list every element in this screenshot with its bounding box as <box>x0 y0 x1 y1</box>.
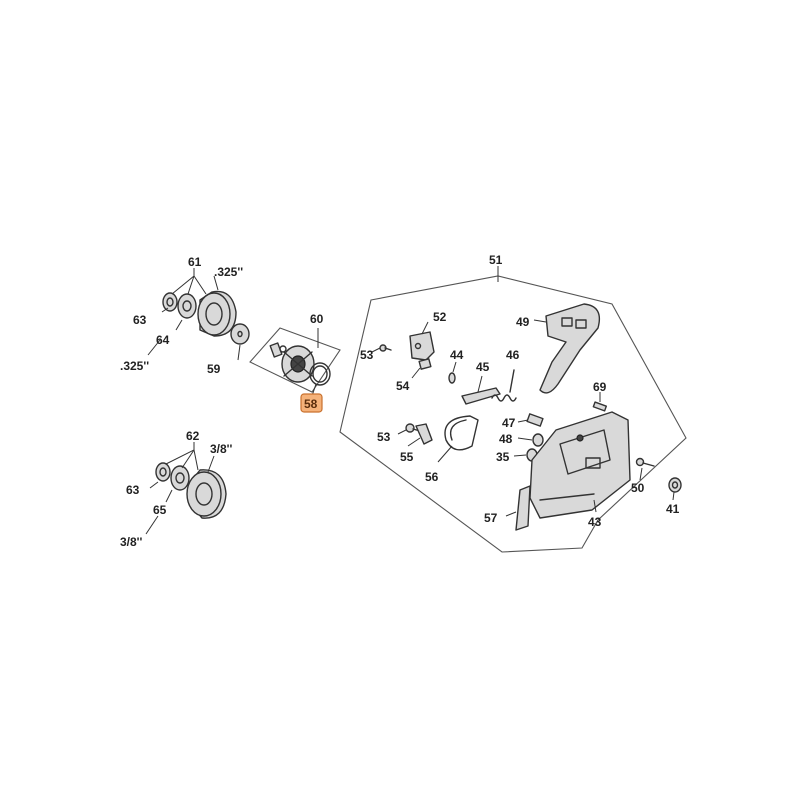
callout-53-top: 53 <box>360 348 374 362</box>
callout-58[interactable]: 58 <box>304 397 318 411</box>
side-cover-group <box>339 266 687 553</box>
clutch-drum-icon <box>197 290 237 337</box>
clutch-spring-icon <box>309 362 331 386</box>
brake-band-icon <box>444 415 479 451</box>
callout-62: 62 <box>186 429 200 443</box>
pin-icon <box>448 372 456 384</box>
callout-53-bottom: 53 <box>377 430 391 444</box>
needle-bearing-38-icon <box>155 462 171 482</box>
clutch-drum-38-assembly <box>145 442 227 535</box>
callout-45: 45 <box>476 360 490 374</box>
callout-58-highlight-badge[interactable] <box>300 393 323 413</box>
callout-69: 69 <box>593 380 607 394</box>
needle-bearing-icon <box>162 292 178 312</box>
stud-pin-icon <box>592 401 608 412</box>
callout-64: 64 <box>156 333 170 347</box>
brake-bracket-icon <box>409 331 435 361</box>
bushing-icon <box>526 413 544 427</box>
callout-47: 47 <box>502 416 516 430</box>
side-cover-icon <box>529 411 631 519</box>
washer-icon <box>230 323 250 345</box>
callout-44: 44 <box>450 348 464 362</box>
callout-pitch-38-bottom: 3/8'' <box>120 535 143 549</box>
callout-48: 48 <box>499 432 513 446</box>
brake-spring-icon <box>491 369 517 402</box>
screw-icon-lower <box>405 423 421 433</box>
clutch-icon <box>269 342 315 383</box>
group-51-frame <box>339 275 687 553</box>
callout-60: 60 <box>310 312 324 326</box>
callout-63-top: 63 <box>133 313 147 327</box>
rim-sprocket-icon <box>177 293 197 319</box>
nut-icon <box>532 433 544 447</box>
callout-41: 41 <box>666 502 680 516</box>
callout-35: 35 <box>496 450 510 464</box>
callout-55: 55 <box>400 450 414 464</box>
callout-pitch-325-top: .325'' <box>214 265 243 279</box>
callout-49: 49 <box>516 315 530 329</box>
callout-52: 52 <box>433 310 447 324</box>
callout-pitch-38-top: 3/8'' <box>210 442 233 456</box>
callout-51: 51 <box>489 253 503 267</box>
callout-43: 43 <box>588 515 602 529</box>
callout-63-bottom: 63 <box>126 483 140 497</box>
clutch-drum-325-assembly <box>147 268 250 361</box>
band-clip-icon <box>415 423 433 445</box>
callout-pitch-325-bottom: .325'' <box>120 359 149 373</box>
hand-guard-icon <box>539 303 601 394</box>
callout-46: 46 <box>506 348 520 362</box>
callout-54: 54 <box>396 379 410 393</box>
callout-50: 50 <box>631 481 645 495</box>
screw-icon <box>379 344 392 352</box>
callout-59: 59 <box>207 362 221 376</box>
clutch-drum-38-icon <box>186 469 227 519</box>
small-clip-icon <box>418 358 432 370</box>
callout-56: 56 <box>425 470 439 484</box>
rubber-buffer-icon <box>515 485 531 531</box>
callout-57: 57 <box>484 511 498 525</box>
spur-sprocket-icon <box>170 465 190 491</box>
cover-screw-icon <box>635 457 655 467</box>
brake-lever-icon <box>461 387 501 405</box>
clutch-assembly <box>249 327 341 397</box>
callout-65: 65 <box>153 503 167 517</box>
bar-nut-icon <box>668 477 682 493</box>
callout-61: 61 <box>188 255 202 269</box>
